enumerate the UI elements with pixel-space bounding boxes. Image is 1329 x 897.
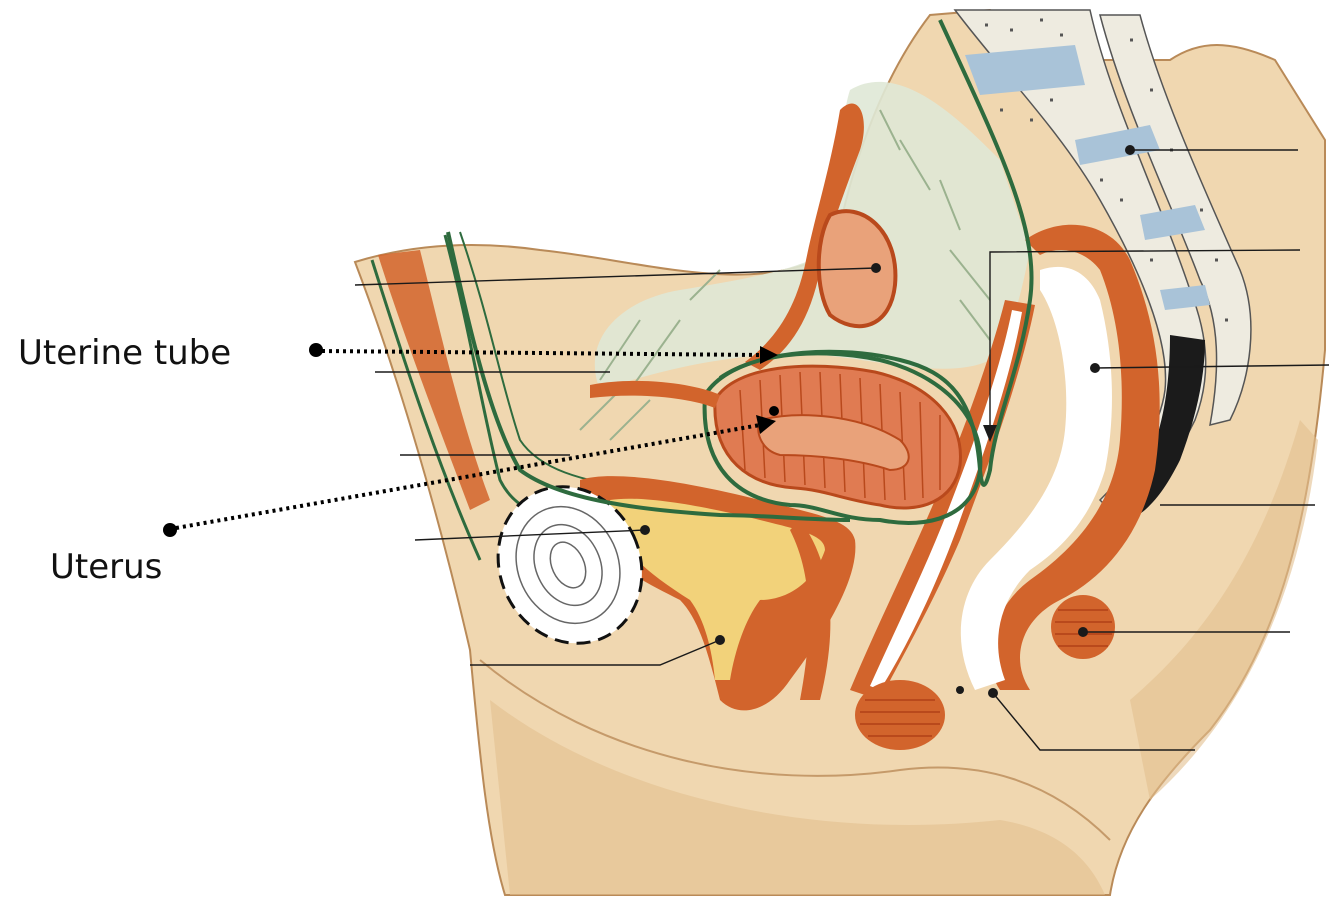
- leader-dot-sphincter: [1078, 627, 1088, 637]
- leader-dot-sacrum: [1125, 145, 1135, 155]
- leader-dot-urethra: [715, 635, 725, 645]
- uterus-target-dot: [769, 406, 779, 416]
- leader-dot-anus: [988, 688, 998, 698]
- label-uterine-tube: Uterine tube: [18, 333, 231, 373]
- leader-dot-bladder: [640, 525, 650, 535]
- leader-dot-rectum: [1090, 363, 1100, 373]
- label-uterus: Uterus: [50, 547, 162, 587]
- leader-dot-vagina-opening: [956, 686, 964, 694]
- perineal-body: [855, 680, 945, 750]
- uterine-tube-pointer-dot: [309, 343, 323, 357]
- leader-dot-ovary: [871, 263, 881, 273]
- uterus-pointer-dot: [163, 523, 177, 537]
- perineum: [855, 680, 945, 750]
